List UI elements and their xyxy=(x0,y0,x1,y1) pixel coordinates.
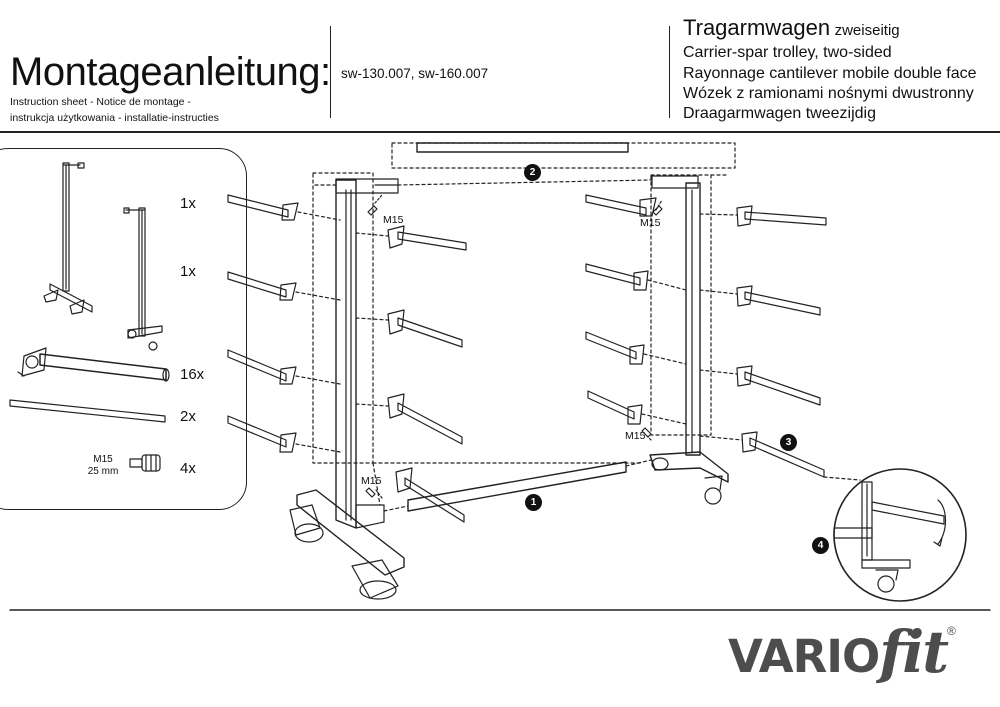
subtitle-line-2: instrukcja użytkowania - installatie-ins… xyxy=(10,112,219,124)
brand-logo: VARIOfit® xyxy=(728,618,956,686)
step-badge-2: 2 xyxy=(524,164,541,181)
screw-spec-size: M15 xyxy=(93,454,113,465)
carrier-arm-icon xyxy=(17,347,170,382)
product-name-en: Carrier-spar trolley, two-sided xyxy=(683,44,892,61)
left-outer-arms xyxy=(227,194,341,453)
screw-label-bottom-right: M15 xyxy=(625,430,646,442)
upright-frame-with-stand-icon xyxy=(43,162,93,315)
product-name-fr: Rayonnage cantilever mobile double face xyxy=(683,65,977,82)
product-name-nl: Draagarmwagen tweezijdig xyxy=(683,105,876,122)
product-name-de: Tragarmwagen zweiseitig xyxy=(683,15,900,41)
left-upright-frame xyxy=(289,172,405,600)
right-outer-arms xyxy=(699,205,827,478)
frame-screws xyxy=(365,194,663,499)
header-rule xyxy=(0,131,1000,133)
part-qty-crossbar: 2x xyxy=(180,408,196,425)
header-divider-left xyxy=(330,26,331,118)
detail-callout xyxy=(823,468,967,602)
step-badge-4: 4 xyxy=(812,537,829,554)
crossbar-top xyxy=(391,142,736,169)
screw-icon xyxy=(129,454,161,472)
left-inner-arms xyxy=(355,225,467,523)
parts-list-box xyxy=(0,148,247,510)
subtitle-line-1: Instruction sheet - Notice de montage - xyxy=(10,96,191,108)
product-codes: sw-130.007, sw-160.007 xyxy=(341,66,489,81)
part-qty-upright-caster: 1x xyxy=(180,263,196,280)
crossbar-bottom xyxy=(383,459,652,512)
part-qty-upright-stand: 1x xyxy=(180,195,196,212)
page-title: Montageanleitung: xyxy=(10,50,331,94)
right-inner-arms xyxy=(585,194,687,425)
screw-label-top-right: M15 xyxy=(640,217,661,229)
screw-label-bottom-left: M15 xyxy=(361,475,382,487)
step-badge-3: 3 xyxy=(780,434,797,451)
upright-frame-with-caster-icon xyxy=(123,207,163,351)
right-upright-frame xyxy=(649,174,729,505)
header-divider-right xyxy=(669,26,670,118)
screw-spec: M15 25 mm xyxy=(86,454,120,478)
brand-logo-fit: fit xyxy=(879,618,949,686)
product-name-pl: Wózek z ramionami nośnymi dwustronny xyxy=(683,85,974,102)
part-qty-screw: 4x xyxy=(180,460,196,477)
brand-logo-vario: VARIO xyxy=(728,630,880,683)
screw-spec-length: 25 mm xyxy=(87,466,119,477)
screw-label-top-left: M15 xyxy=(383,214,404,226)
product-name-de-main: Tragarmwagen xyxy=(683,15,831,40)
product-name-de-suffix: zweiseitig xyxy=(834,22,900,39)
part-qty-carrier-arm: 16x xyxy=(180,366,205,383)
crossbar-tube-icon xyxy=(9,399,166,423)
step-badge-1: 1 xyxy=(525,494,542,511)
registered-mark: ® xyxy=(947,624,956,638)
